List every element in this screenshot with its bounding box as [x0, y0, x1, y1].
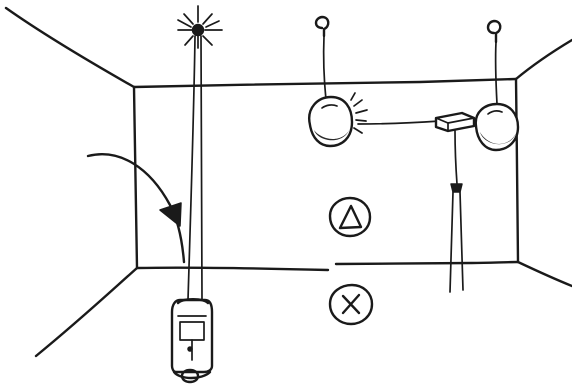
ball-center	[308, 95, 354, 148]
light-pole-left	[187, 35, 196, 301]
ceiling-light	[177, 5, 223, 301]
device-top-cap	[176, 298, 210, 305]
light-pole-right	[200, 35, 203, 301]
back-wall-bottom-left	[135, 266, 330, 272]
triangle-button-ring[interactable]	[328, 196, 372, 238]
ball-string-center	[322, 35, 327, 101]
arrow-head-icon	[159, 202, 182, 227]
hanging-ball-center	[308, 15, 368, 148]
cross-button[interactable]	[328, 283, 374, 326]
ceiling-edge-right	[514, 38, 572, 81]
room-outline	[4, 6, 572, 358]
ball-right-highlight	[487, 110, 503, 115]
back-wall-bottom-right	[334, 260, 520, 266]
glow-burst-icon	[350, 92, 368, 134]
device-indicator	[187, 346, 193, 352]
cable-lower-left	[449, 191, 454, 293]
hook-icon-right	[486, 19, 502, 44]
floor-edge-right	[516, 260, 572, 288]
ceiling-edge-left	[4, 6, 136, 89]
back-wall-right-edge	[514, 77, 520, 264]
device-body	[170, 298, 214, 374]
ball-string-right	[494, 41, 498, 105]
back-wall-left-edge	[132, 85, 139, 270]
cable-upper	[454, 130, 458, 185]
hook-icon	[314, 15, 330, 38]
laser-beam	[357, 120, 441, 125]
triangle-icon	[338, 204, 363, 230]
light-bulb	[191, 23, 205, 37]
device-base	[172, 370, 212, 380]
ball-center-shade	[314, 128, 350, 141]
sunburst-icon	[177, 5, 223, 49]
arrow-path	[86, 153, 186, 264]
device-wheel-icon	[180, 368, 200, 384]
cable-lower-right	[459, 191, 464, 291]
cable-pole-right	[449, 130, 464, 293]
cable-clamp	[450, 183, 463, 193]
ball-center-highlight	[321, 104, 338, 109]
robot-device	[170, 298, 214, 384]
back-wall-top	[132, 77, 518, 89]
hanging-ball-right	[434, 19, 520, 152]
ball-right	[474, 102, 520, 152]
device-screen	[179, 321, 205, 341]
curved-arrow	[86, 153, 186, 264]
cross-icon	[341, 293, 361, 315]
triangle-button[interactable]	[328, 196, 372, 238]
floor-edge-left	[34, 266, 139, 358]
